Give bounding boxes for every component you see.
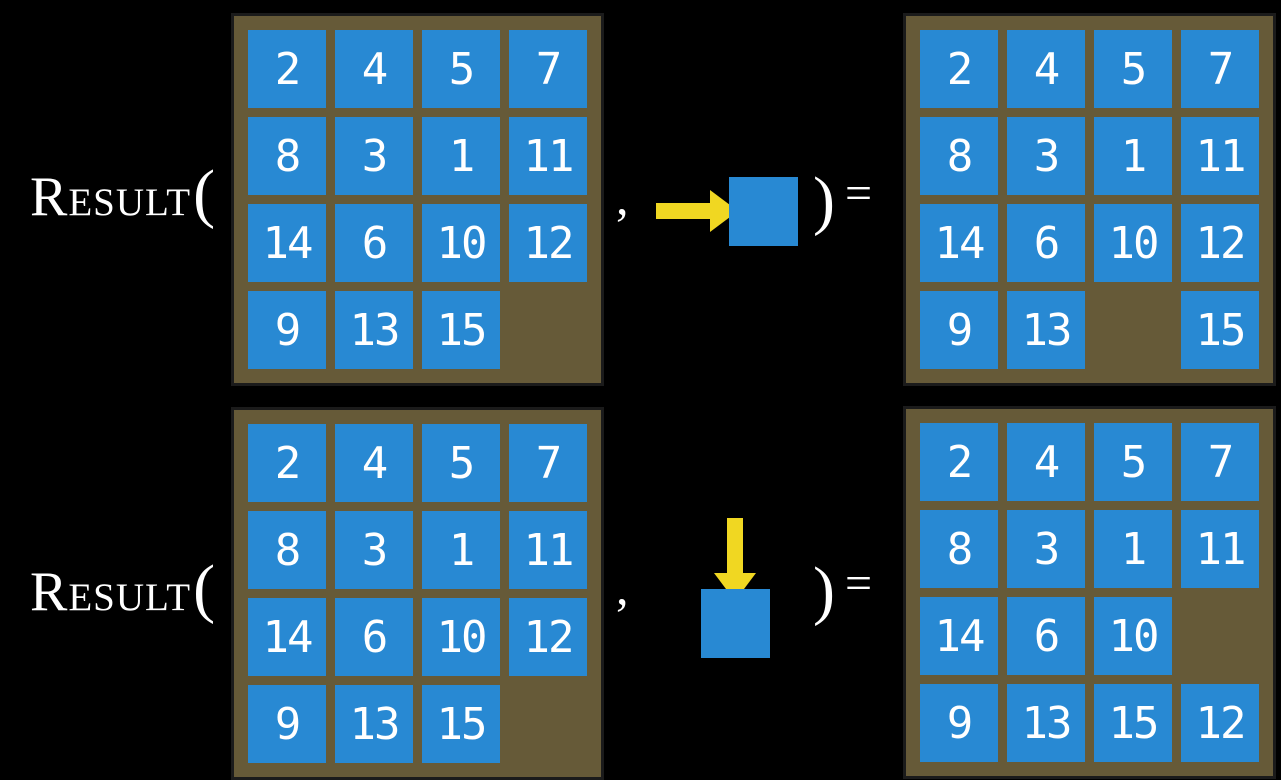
action-tile-square	[729, 177, 798, 246]
puzzle-tile: 15	[422, 291, 500, 369]
puzzle-tile: 7	[509, 30, 587, 108]
empty-cell	[1181, 597, 1259, 675]
puzzle-tile: 11	[509, 117, 587, 195]
puzzle-tile: 14	[248, 204, 326, 282]
puzzle-tile: 10	[422, 598, 500, 676]
puzzle-tile: 8	[920, 117, 998, 195]
result-function-label: Result (	[30, 161, 215, 227]
puzzle-tile: 15	[1181, 291, 1259, 369]
puzzle-tile: 13	[1007, 684, 1085, 762]
puzzle-tile: 11	[1181, 510, 1259, 588]
puzzle-tile: 6	[1007, 204, 1085, 282]
puzzle-tile: 11	[1181, 117, 1259, 195]
puzzle-tile: 12	[1181, 204, 1259, 282]
puzzle-tile: 3	[335, 117, 413, 195]
puzzle-tile: 15	[422, 685, 500, 763]
puzzle-tile: 14	[920, 204, 998, 282]
puzzle-tile: 4	[335, 30, 413, 108]
empty-cell	[1094, 291, 1172, 369]
puzzle-tile: 6	[1007, 597, 1085, 675]
puzzle-tile: 8	[920, 510, 998, 588]
equals-sign: =	[845, 167, 873, 220]
puzzle-tile: 1	[422, 511, 500, 589]
comma-separator: ,	[616, 169, 629, 225]
equals-sign: =	[845, 557, 873, 610]
comma-separator: ,	[616, 559, 629, 615]
puzzle-tile: 2	[248, 30, 326, 108]
puzzle-tile: 15	[1094, 684, 1172, 762]
puzzle-tile: 1	[1094, 510, 1172, 588]
puzzle-tile: 13	[335, 291, 413, 369]
puzzle-tile: 7	[1181, 423, 1259, 501]
puzzle-tile: 2	[920, 30, 998, 108]
open-paren: (	[193, 157, 216, 230]
puzzle-tile: 13	[1007, 291, 1085, 369]
puzzle-tile: 6	[335, 598, 413, 676]
puzzle-tile: 5	[422, 424, 500, 502]
puzzle-tile: 13	[335, 685, 413, 763]
right-arrow-icon	[656, 190, 738, 232]
action-tile-square	[701, 589, 770, 658]
open-paren: (	[193, 552, 216, 625]
result-function-label: Result (	[30, 556, 215, 622]
puzzle-tile: 10	[422, 204, 500, 282]
puzzle-tile: 2	[920, 423, 998, 501]
puzzle-tile: 11	[509, 511, 587, 589]
puzzle-tile: 10	[1094, 597, 1172, 675]
puzzle-tile: 1	[422, 117, 500, 195]
puzzle-tile: 6	[335, 204, 413, 282]
puzzle-tile: 9	[920, 684, 998, 762]
puzzle-tile: 14	[248, 598, 326, 676]
puzzle-tile: 8	[248, 511, 326, 589]
puzzle-tile: 3	[1007, 510, 1085, 588]
puzzle-tile: 4	[1007, 423, 1085, 501]
puzzle-tile: 3	[335, 511, 413, 589]
puzzle-tile: 12	[509, 204, 587, 282]
puzzle-tile: 8	[248, 117, 326, 195]
puzzle-tile: 9	[920, 291, 998, 369]
empty-cell	[509, 685, 587, 763]
puzzle-tile: 5	[1094, 30, 1172, 108]
puzzle-tile: 14	[920, 597, 998, 675]
down-arrow-icon	[714, 518, 756, 601]
puzzle-tile: 4	[335, 424, 413, 502]
puzzle-tile: 9	[248, 291, 326, 369]
puzzle-tile: 9	[248, 685, 326, 763]
close-paren: )	[813, 554, 835, 627]
puzzle-tile: 12	[509, 598, 587, 676]
empty-cell	[509, 291, 587, 369]
puzzle-tile: 10	[1094, 204, 1172, 282]
puzzle-tile: 4	[1007, 30, 1085, 108]
result-function-name: Result	[30, 166, 192, 228]
result-function-name: Result	[30, 561, 192, 623]
puzzle-tile: 1	[1094, 117, 1172, 195]
puzzle-tile: 2	[248, 424, 326, 502]
puzzle-tile: 7	[509, 424, 587, 502]
puzzle-tile: 5	[422, 30, 500, 108]
puzzle-tile: 12	[1181, 684, 1259, 762]
puzzle-tile: 7	[1181, 30, 1259, 108]
puzzle-tile: 5	[1094, 423, 1172, 501]
close-paren: )	[813, 164, 835, 237]
puzzle-tile: 3	[1007, 117, 1085, 195]
